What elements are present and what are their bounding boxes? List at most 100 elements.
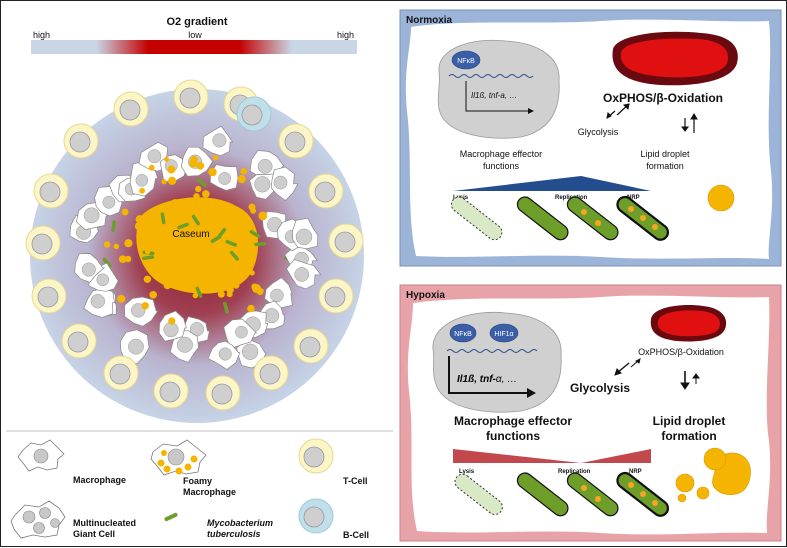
t-cell — [61, 323, 97, 359]
lipid-droplet — [149, 291, 157, 299]
granuloma: Caseum — [25, 79, 364, 423]
mtb-bacterium — [217, 228, 227, 239]
lipid-droplet — [243, 243, 252, 253]
caseum — [136, 197, 259, 294]
normoxia-effector-label-line1: Macrophage effector — [460, 149, 542, 159]
macrophage — [270, 166, 299, 201]
o2-high-right-label: high — [337, 30, 354, 40]
o2-gradient: O2 gradient high low high — [31, 16, 357, 54]
legend-b-cell-icon — [298, 498, 334, 534]
t-cell — [293, 328, 329, 364]
legend-t-cell-icon — [298, 438, 334, 474]
lipid-droplet — [168, 317, 176, 325]
o2-gradient-title: O2 gradient — [166, 16, 227, 28]
lipid-droplet — [228, 207, 234, 214]
lipid-droplet — [240, 168, 248, 175]
o2-low-label: low — [188, 30, 202, 40]
normoxia-nrp-label: NRP — [627, 195, 640, 201]
macrophage — [83, 288, 115, 318]
legend-giant-cell-label-line1: Multinucleated — [73, 518, 136, 528]
mtb-bacterium — [111, 220, 117, 233]
macrophage — [202, 125, 234, 157]
macrophage — [292, 217, 319, 250]
lipid-droplet — [168, 176, 177, 185]
t-cell — [278, 123, 314, 159]
hypoxia-wedge-right — [581, 449, 651, 463]
lipid-droplet — [257, 289, 264, 296]
normoxia-lipid-label-line2: formation — [646, 161, 684, 171]
t-cell — [328, 223, 364, 259]
hypoxia-genes: Il1ß, tnf-α, … — [457, 374, 517, 385]
lipid-droplet — [141, 222, 150, 232]
normoxia-wedge-right — [581, 176, 651, 191]
lipid-droplet — [196, 161, 205, 170]
lipid-droplet — [205, 199, 211, 206]
t-cell — [25, 225, 61, 261]
mtb-bacterium — [160, 212, 166, 225]
t-cell — [205, 375, 241, 411]
hypoxia-title: Hypoxia — [406, 290, 445, 301]
legend-mtb-label-line1: Mycobacterium — [207, 518, 273, 528]
macrophage — [209, 164, 239, 191]
lipid-droplet — [235, 220, 241, 227]
mtb-bacterium — [223, 301, 229, 314]
lipid-droplet — [124, 239, 133, 248]
lipid-droplet — [139, 187, 146, 194]
lipid-droplet — [234, 235, 244, 244]
normoxia-bacterium-replication-lipid — [566, 196, 619, 241]
t-cell — [63, 123, 99, 159]
lipid-droplet — [210, 283, 217, 289]
lipid-droplet — [246, 238, 252, 245]
lipid-droplet — [171, 199, 180, 208]
normoxia-genes: Il1ß, tnf-a, … — [471, 91, 517, 100]
macrophage — [169, 330, 201, 363]
legend-mtb-icon — [164, 512, 178, 522]
granuloma-lipid-droplets — [103, 155, 268, 325]
t-cell — [173, 79, 209, 115]
hypoxia-effector-label-line1: Macrophage effector — [454, 414, 572, 428]
lipid-droplet — [118, 255, 127, 263]
hypoxia-mitochondrion-inner — [657, 310, 720, 337]
hypoxia-panel: Hypoxia NFκB HIF1α Il1ß, tnf-α, … OxPHOS… — [399, 284, 782, 542]
normoxia-bacterium-lysis — [450, 196, 503, 241]
normoxia-effector-label-line2: functions — [483, 161, 520, 171]
hypoxia-lipid-arrows — [680, 371, 700, 390]
mtb-bacterium — [191, 214, 200, 226]
macrophage — [264, 277, 293, 309]
legend-giant-cell-icon — [10, 500, 66, 539]
t-cell — [31, 278, 67, 314]
normoxia-panel: Normoxia NFκB Il1ß, tnf-a, … OxPHOS/β-Ox… — [399, 9, 782, 267]
normoxia-lipid-droplet — [707, 184, 735, 212]
hypoxia-wedge-left — [453, 449, 581, 463]
lipid-droplet — [193, 193, 200, 200]
lipid-droplet — [190, 155, 199, 164]
t-cell — [113, 91, 149, 127]
granuloma-t-cells — [25, 79, 364, 411]
legend-macrophage-icon — [17, 439, 65, 472]
macrophage — [158, 310, 187, 342]
legend-mtb-label-line2: tuberculosis — [207, 529, 261, 539]
lipid-droplet — [192, 292, 199, 299]
normoxia-bacterium-replication — [516, 196, 569, 241]
hypoxia-lipid-label-line1: Lipid droplet — [653, 414, 726, 428]
mtb-bacterium — [142, 255, 155, 261]
t-cell — [33, 173, 69, 209]
lipid-droplet — [124, 255, 132, 263]
hypoxia-lipid-label-line2: formation — [661, 429, 716, 443]
legend-giant-cell-label-line2: Giant Cell — [73, 529, 115, 539]
lipid-droplet — [144, 248, 151, 255]
lipid-droplet — [163, 281, 172, 290]
o2-gradient-bar — [31, 40, 357, 54]
lipid-droplet — [224, 276, 231, 283]
lipid-droplet — [167, 165, 176, 174]
legend-b-cell-label: B-Cell — [343, 530, 369, 540]
lipid-droplet — [164, 157, 170, 162]
lipid-droplet — [141, 302, 149, 310]
lipid-droplet — [161, 179, 167, 185]
lipid-droplet — [148, 164, 155, 171]
normoxia-title: Normoxia — [406, 15, 453, 26]
lipid-droplet — [202, 190, 210, 198]
lipid-droplet — [191, 202, 198, 209]
